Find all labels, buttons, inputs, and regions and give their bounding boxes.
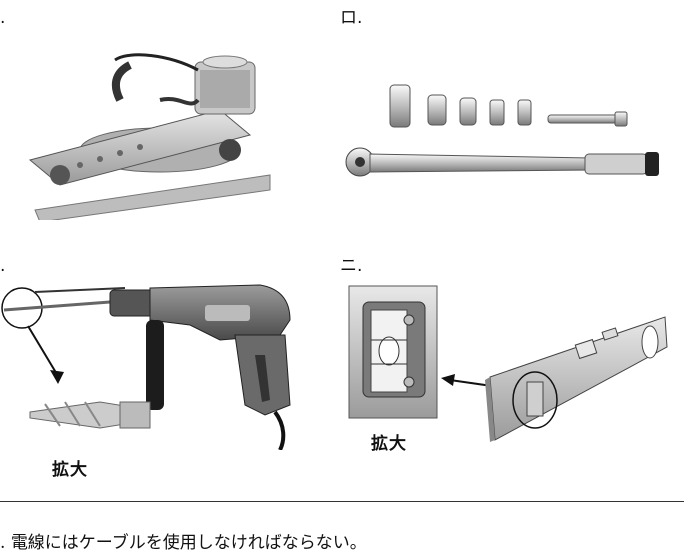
pipe-bender-image <box>20 40 280 220</box>
label-ro: ロ. <box>340 8 363 28</box>
question-text: . 電線にはケーブルを使用しなければならない。 <box>0 528 367 553</box>
level-image <box>345 282 675 447</box>
divider-line <box>0 501 684 502</box>
label-i: . <box>0 8 6 28</box>
torque-wrench-image <box>330 70 670 190</box>
label-ni: ニ. <box>340 256 363 276</box>
question-prefix: . <box>0 533 6 553</box>
question-body: 電線にはケーブルを使用しなければならない。 <box>10 533 367 553</box>
drill-image <box>0 280 300 450</box>
zoom-label-level: 拡大 <box>371 434 407 454</box>
label-ha: . <box>0 256 6 276</box>
zoom-label-drill: 拡大 <box>52 460 88 480</box>
